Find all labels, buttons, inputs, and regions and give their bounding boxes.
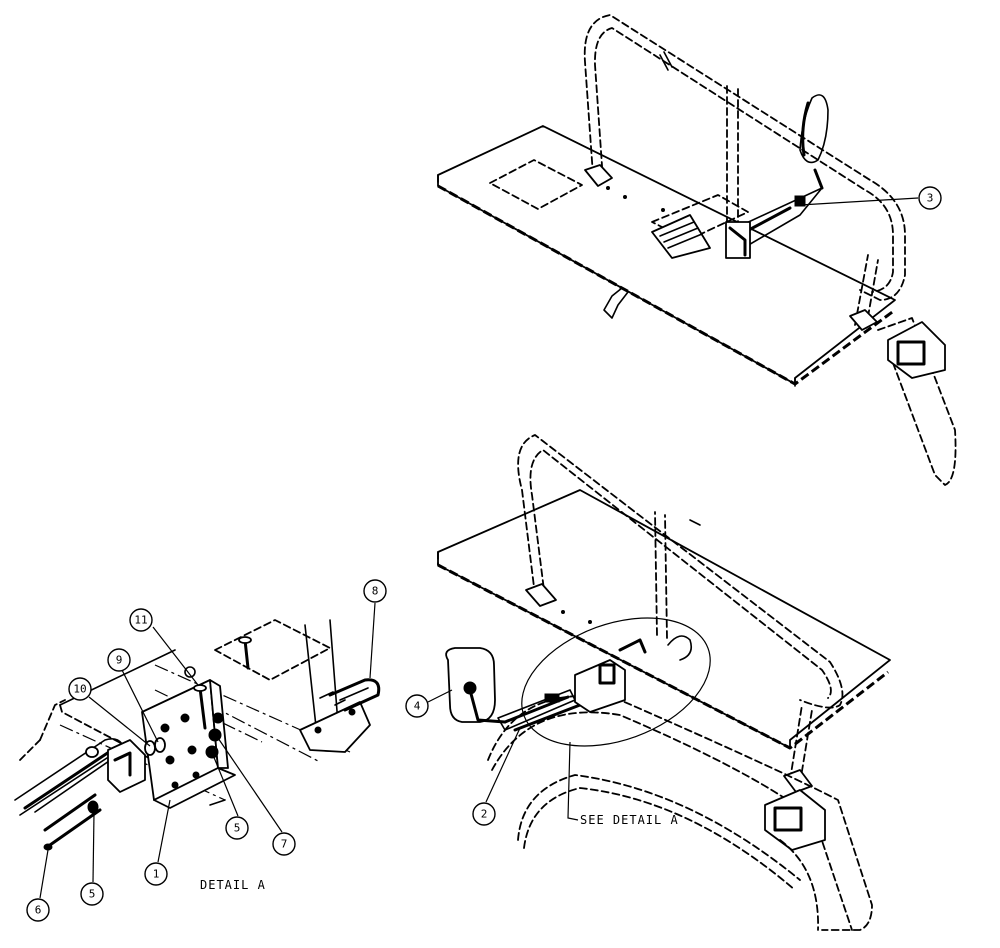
svg-text:2: 2 <box>481 808 488 821</box>
callout-3: 3 <box>918 186 942 210</box>
callout-7: 7 <box>272 832 296 856</box>
callout-6: 6 <box>26 898 50 922</box>
top-guard-rail <box>583 14 906 331</box>
wheel-fender <box>487 695 873 931</box>
see-detail-label: SEE DETAIL A <box>580 813 679 827</box>
callout-5-upper: 5 <box>225 816 249 840</box>
callout-4: 4 <box>405 694 429 718</box>
svg-text:8: 8 <box>372 585 379 598</box>
top-fender <box>877 317 957 486</box>
callout-11: 11 <box>129 608 153 632</box>
top-assembly-view: 3 <box>437 14 957 486</box>
mirror-bracket <box>141 679 236 809</box>
top-underbody-hitch <box>603 287 629 319</box>
detail-a-title: DETAIL A <box>200 878 266 892</box>
bolt-6 <box>43 793 102 851</box>
svg-text:3: 3 <box>927 192 934 205</box>
svg-text:1: 1 <box>153 868 160 881</box>
bolt-11 <box>184 636 252 730</box>
installed-guard-rail <box>517 434 844 793</box>
callout-9: 9 <box>107 648 131 672</box>
u-bolt <box>319 678 381 712</box>
svg-text:7: 7 <box>281 838 288 851</box>
detail-a-view: 11 8 9 10 7 5 1 <box>14 579 387 922</box>
callout-1: 1 <box>144 862 168 886</box>
callout-2: 2 <box>472 802 496 826</box>
installed-view: 4 2 SEE DETAIL A <box>405 434 891 931</box>
mirror-assembly <box>445 635 693 732</box>
callout-10: 10 <box>68 677 92 701</box>
svg-text:4: 4 <box>414 700 421 713</box>
top-mirror-assembly <box>651 94 829 259</box>
svg-text:10: 10 <box>73 683 86 696</box>
svg-text:5: 5 <box>234 822 241 835</box>
detail-a-circle <box>521 617 711 747</box>
svg-text:11: 11 <box>134 614 147 627</box>
mirror-arm <box>14 737 146 816</box>
callout-5-lower: 5 <box>80 882 104 906</box>
svg-text:6: 6 <box>35 904 42 917</box>
svg-text:5: 5 <box>89 888 96 901</box>
svg-text:9: 9 <box>116 654 123 667</box>
callout-8: 8 <box>363 579 387 603</box>
detail-tube-leg <box>299 619 371 753</box>
top-deck-panel <box>437 125 896 387</box>
